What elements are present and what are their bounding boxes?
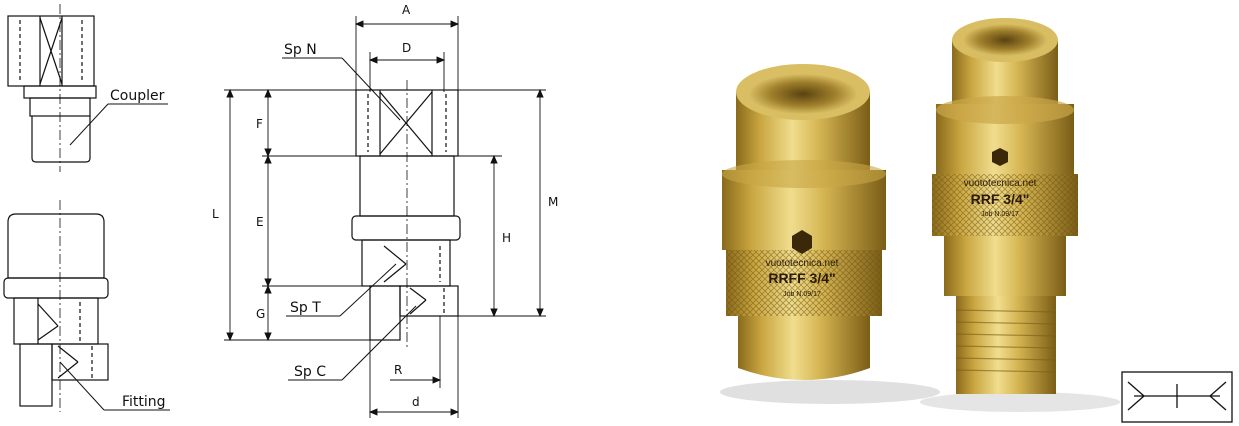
dim-e-label: E <box>256 215 264 229</box>
quick-coupling-symbol <box>1121 371 1233 423</box>
dim-r-label: R <box>394 363 402 377</box>
dimension-lines <box>224 16 546 418</box>
product-photo: vuototecnica.net RRF 3/4" Job N.09/17 vu… <box>720 18 1120 412</box>
rrff-part: vuototecnica.net RRFF 3/4" Job N.09/17 <box>722 64 886 380</box>
dim-m-label: M <box>548 195 558 209</box>
rrf-job-text: Job N.09/17 <box>981 211 1019 218</box>
fitting-drawing <box>3 200 109 412</box>
dim-d-label: D <box>402 41 411 55</box>
sp-t-callout: Sp T <box>286 263 397 317</box>
fitting-callout: Fitting <box>59 361 170 411</box>
dim-a-label: A <box>402 3 411 17</box>
coupler-drawing <box>7 4 97 172</box>
sp-t-label: Sp T <box>290 300 321 316</box>
fitting-label: Fitting <box>122 394 166 410</box>
sp-n-callout: Sp N <box>282 42 401 121</box>
rrff-model-text: RRFF 3/4" <box>768 270 835 286</box>
rrf-part: vuototecnica.net RRF 3/4" Job N.09/17 <box>932 18 1078 394</box>
rrff-brand-text: vuototecnica.net <box>766 258 839 269</box>
dim-f-label: F <box>256 117 263 131</box>
rrf-brand-text: vuototecnica.net <box>964 178 1037 189</box>
rrff-job-text: Job N.09/17 <box>783 291 821 298</box>
dim-g-label: G <box>256 307 265 321</box>
sp-c-callout: Sp C <box>288 305 417 381</box>
coupler-label: Coupler <box>110 88 165 104</box>
dimension-labels: A D F E G L H M R d <box>212 3 558 409</box>
rrf-model-text: RRF 3/4" <box>971 191 1030 207</box>
sp-n-label: Sp N <box>284 42 317 58</box>
coupler-callout: Coupler <box>69 88 168 146</box>
sp-c-label: Sp C <box>294 364 326 380</box>
dim-h-label: H <box>502 231 511 245</box>
dim-d-small-label: d <box>412 395 420 409</box>
dim-l-label: L <box>212 207 219 221</box>
main-drawing <box>351 80 461 350</box>
